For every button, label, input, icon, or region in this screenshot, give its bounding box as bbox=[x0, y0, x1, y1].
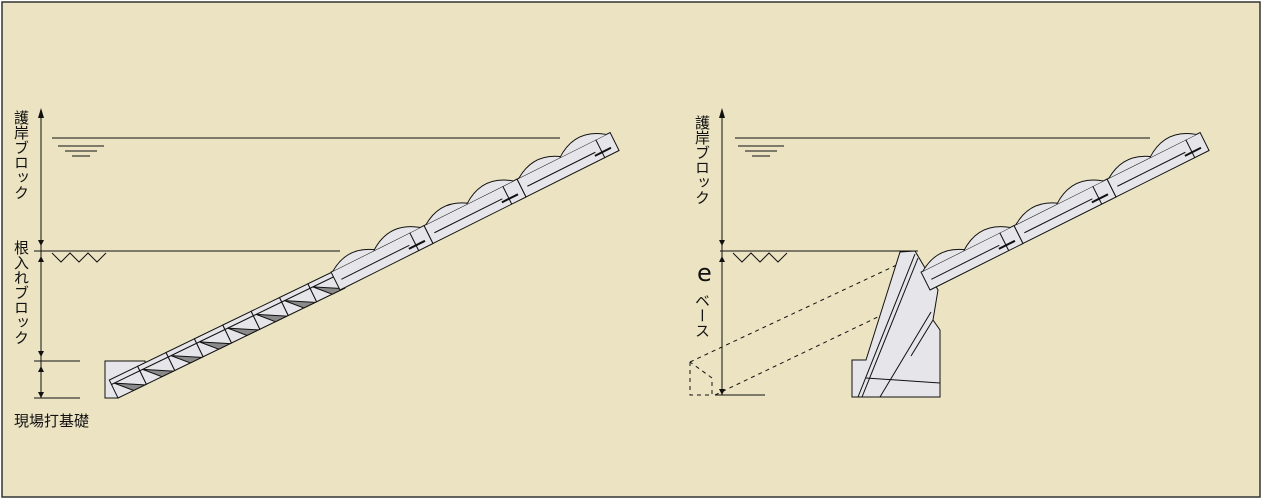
right-revetment-block-2 bbox=[1013, 178, 1117, 245]
left-embedment-block-3 bbox=[165, 338, 204, 372]
right-base-label: ベース bbox=[693, 293, 711, 338]
right-revetment-block-1 bbox=[920, 224, 1024, 291]
right-diagram: 護岸ブロック e ベース bbox=[689, 108, 1210, 398]
right-revetment-block-3 bbox=[1106, 131, 1210, 198]
left-foundation-label: 現場打基礎 bbox=[14, 412, 89, 430]
right-dimension-line bbox=[715, 108, 765, 396]
left-revetment-block-1 bbox=[330, 224, 434, 291]
left-ground-symbol bbox=[51, 252, 107, 263]
right-water-level-symbol bbox=[738, 145, 784, 157]
left-diagram: 護岸ブロック 根入れブロック 現場打基礎 bbox=[12, 108, 620, 430]
right-dashed-guides bbox=[689, 254, 931, 396]
left-embedment-block-5 bbox=[222, 310, 261, 344]
left-revetment-block-2 bbox=[423, 178, 527, 245]
right-base-block bbox=[851, 250, 941, 398]
right-revetment-block-label: 護岸ブロック bbox=[693, 115, 711, 205]
left-revetment-blocks bbox=[330, 131, 620, 291]
left-embedment-block-6 bbox=[250, 296, 289, 330]
left-revetment-block-label: 護岸ブロック bbox=[12, 110, 30, 200]
right-e-label: e bbox=[697, 259, 712, 287]
left-embedment-block-7 bbox=[278, 283, 318, 317]
left-water-level-symbol bbox=[58, 145, 104, 157]
left-revetment-block-3 bbox=[516, 131, 620, 198]
right-ground-symbol bbox=[732, 252, 788, 263]
left-embedment-block-label: 根入れブロック bbox=[12, 240, 30, 345]
left-dimension-line bbox=[34, 108, 80, 399]
right-revetment-blocks bbox=[920, 131, 1210, 291]
